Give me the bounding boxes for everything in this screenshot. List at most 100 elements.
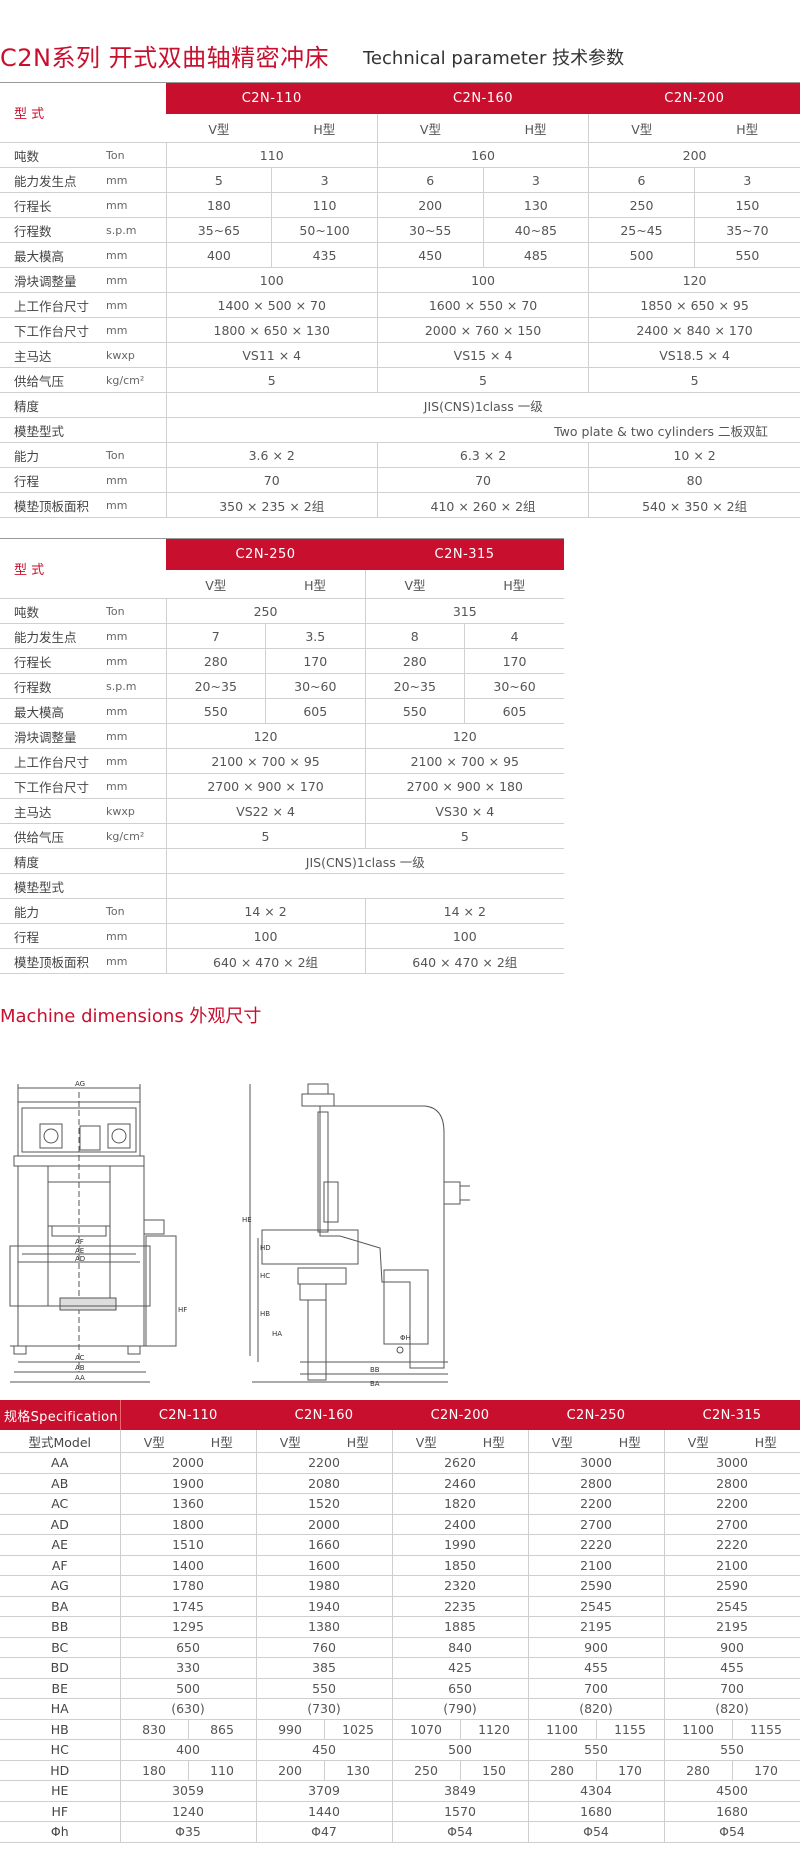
spec-row-unit: s.p.m (102, 673, 167, 699)
dim-cell: 1980 (256, 1575, 393, 1597)
dim-model-c2n-110: C2N-110 (120, 1400, 256, 1430)
spec-cell: 640 × 470 × 2组 (166, 948, 366, 974)
dim-model-c2n-315: C2N-315 (664, 1400, 800, 1430)
dim-cell: 2200 (664, 1493, 800, 1515)
dim-cell: 1680 (664, 1801, 800, 1822)
v-type-label: V型 (392, 1430, 460, 1453)
spec-cell: Two plate & two cylinders 二板双缸 (166, 417, 800, 443)
spec-cell: 5 (166, 823, 366, 849)
machine-dimension-drawing: AG AF AE AD AC AB AA HF (9, 1080, 470, 1388)
dim-row-label: BC (0, 1637, 121, 1658)
dim-label-ae: AE (75, 1247, 84, 1255)
spec-cell: 70 (166, 467, 378, 493)
dim-cell: 1800 (120, 1514, 257, 1535)
spec-cell: 14 × 2 (365, 898, 565, 924)
spec-cell: 30~55 (377, 217, 484, 243)
spec-cell: 4 (464, 623, 565, 649)
spec-row-unit: mm (102, 267, 167, 293)
dim-cell: (630) (120, 1698, 257, 1720)
front-view-drawing (9, 1084, 177, 1383)
spec-cell: 20~35 (166, 673, 267, 699)
spec-cell: 435 (271, 242, 378, 268)
v-type-label: V型 (528, 1430, 596, 1453)
dim-cell: 150 (460, 1760, 529, 1781)
spec-row-label: 精度 (0, 848, 102, 874)
spec-cell: 5 (588, 367, 800, 393)
dim-cell: (820) (528, 1698, 665, 1720)
dim-cell: 200 (256, 1760, 325, 1781)
dim-cell: 2800 (528, 1473, 665, 1494)
spec-row-unit (102, 417, 167, 443)
dim-cell: Φ54 (528, 1821, 665, 1843)
v-type-label: V型 (166, 114, 272, 143)
spec-row-unit: Ton (102, 442, 167, 468)
dim-row-label: HE (0, 1780, 121, 1802)
spec-cell: 315 (365, 598, 565, 624)
dim-cell: 2220 (664, 1534, 800, 1556)
dim-cell: 2620 (392, 1452, 529, 1474)
dim-label-ab: AB (75, 1364, 85, 1372)
spec-row-label: 能力 (0, 898, 102, 924)
dim-label-hf: HF (178, 1306, 187, 1314)
spec-cell: 200 (588, 142, 800, 168)
spec-row-label: 主马达 (0, 798, 102, 824)
dim-row-label: AG (0, 1575, 121, 1597)
dim-row-label: AD (0, 1514, 121, 1535)
dim-row-label: BD (0, 1657, 121, 1679)
dim-row-label: BB (0, 1616, 121, 1638)
dim-row-label: AC (0, 1493, 121, 1515)
dim-cell: 900 (664, 1637, 800, 1658)
spec-cell: 6 (588, 167, 695, 193)
h-type-label: H型 (464, 570, 565, 599)
v-type-label: V型 (120, 1430, 188, 1453)
dim-cell: 1155 (596, 1719, 665, 1740)
page-header: C2N系列 开式双曲轴精密冲床 Technical parameter 技术参数 (0, 38, 800, 72)
spec-row-unit: mm (102, 167, 167, 193)
spec-row-unit: mm (102, 623, 167, 649)
v-type-label: V型 (588, 114, 695, 143)
spec-row-label: 行程长 (0, 648, 102, 674)
dim-cell: 2000 (120, 1452, 257, 1474)
spec-cell: 120 (588, 267, 800, 293)
dim-cell: 250 (392, 1760, 461, 1781)
dim-cell: 1850 (392, 1555, 529, 1576)
spec-row-unit: kg/cm² (102, 823, 167, 849)
dim-label-hd: HD (260, 1244, 271, 1252)
dim-cell: 330 (120, 1657, 257, 1679)
dim-cell: 2100 (664, 1555, 800, 1576)
dim-cell: 2460 (392, 1473, 529, 1494)
spec-cell: 30~60 (464, 673, 565, 699)
h-type-label: H型 (271, 114, 378, 143)
dim-cell: 1100 (528, 1719, 597, 1740)
spec-cell: 14 × 2 (166, 898, 366, 924)
spec-row-unit: mm (102, 748, 167, 774)
spec-cell: VS30 × 4 (365, 798, 565, 824)
spec-row-label: 行程 (0, 923, 102, 949)
dim-cell: 840 (392, 1637, 529, 1658)
spec-row-label: 吨数 (0, 142, 103, 168)
spec-row-unit: mm (102, 292, 167, 318)
h-type-label: H型 (596, 1430, 665, 1453)
dim-cell: 650 (392, 1678, 529, 1699)
spec-row-label: 下工作台尺寸 (0, 773, 102, 799)
dim-cell: 1360 (120, 1493, 257, 1515)
spec-cell: 280 (166, 648, 267, 674)
dim-cell: 170 (732, 1760, 800, 1781)
spec-row-label: 上工作台尺寸 (0, 748, 102, 774)
dim-label-he: HE (242, 1216, 252, 1224)
page-subtitle: Technical parameter 技术参数 (363, 48, 625, 69)
h-type-label: H型 (483, 114, 590, 143)
spec-cell: 7 (166, 623, 267, 649)
model-c2n-160: C2N-160 (377, 82, 589, 114)
